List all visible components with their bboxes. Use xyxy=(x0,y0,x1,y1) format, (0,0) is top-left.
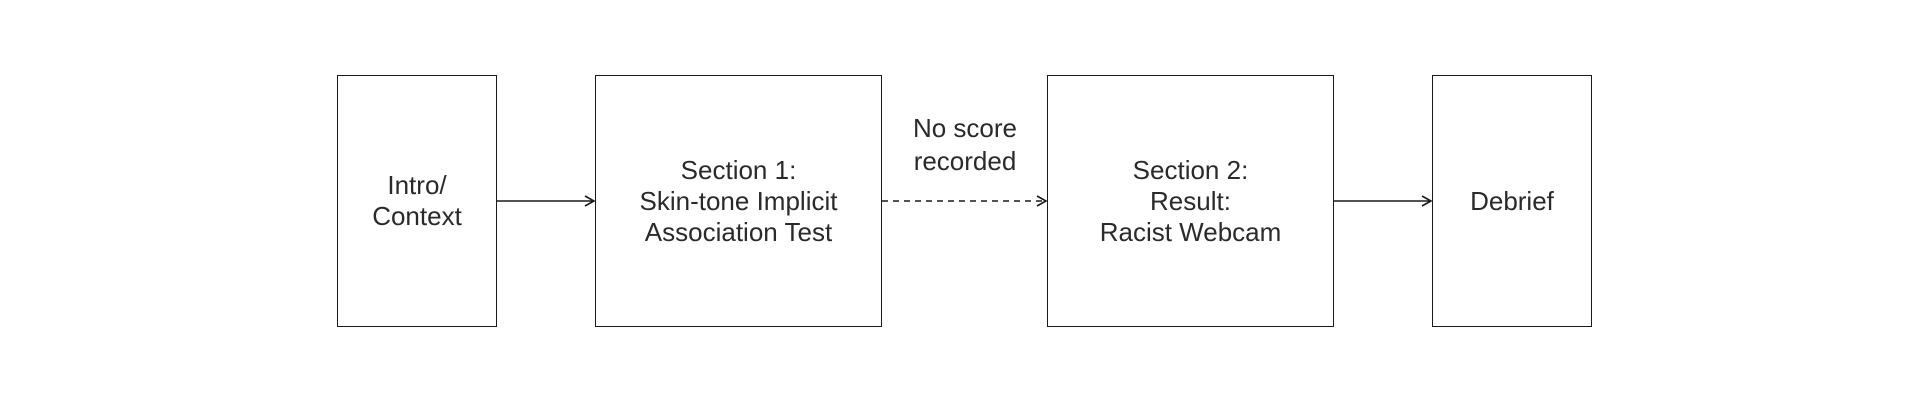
node-label-line: Debrief xyxy=(1470,185,1554,216)
node-label-line: Section 1: xyxy=(680,154,797,185)
node-label-line: Context xyxy=(372,201,462,231)
node-label-line: Section 2: xyxy=(1132,154,1249,185)
edge-label-line: recorded xyxy=(913,146,1017,176)
node-section-2: Section 2: Result: Racist Webcam xyxy=(1047,75,1334,327)
node-intro-context: Intro/ Context xyxy=(337,75,497,327)
node-label-line: Racist Webcam xyxy=(1099,216,1282,247)
node-label-line: Skin-tone Implicit xyxy=(639,185,838,216)
node-label-line: Result: xyxy=(1150,185,1231,216)
edge-label-no-score: No score recorded xyxy=(880,112,1050,178)
edge-label-line: No score xyxy=(912,113,1018,143)
node-label-line: Intro/ xyxy=(387,170,447,200)
node-debrief: Debrief xyxy=(1432,75,1592,327)
node-label-line: Association Test xyxy=(644,216,833,247)
node-section-1: Section 1: Skin-tone Implicit Associatio… xyxy=(595,75,882,327)
